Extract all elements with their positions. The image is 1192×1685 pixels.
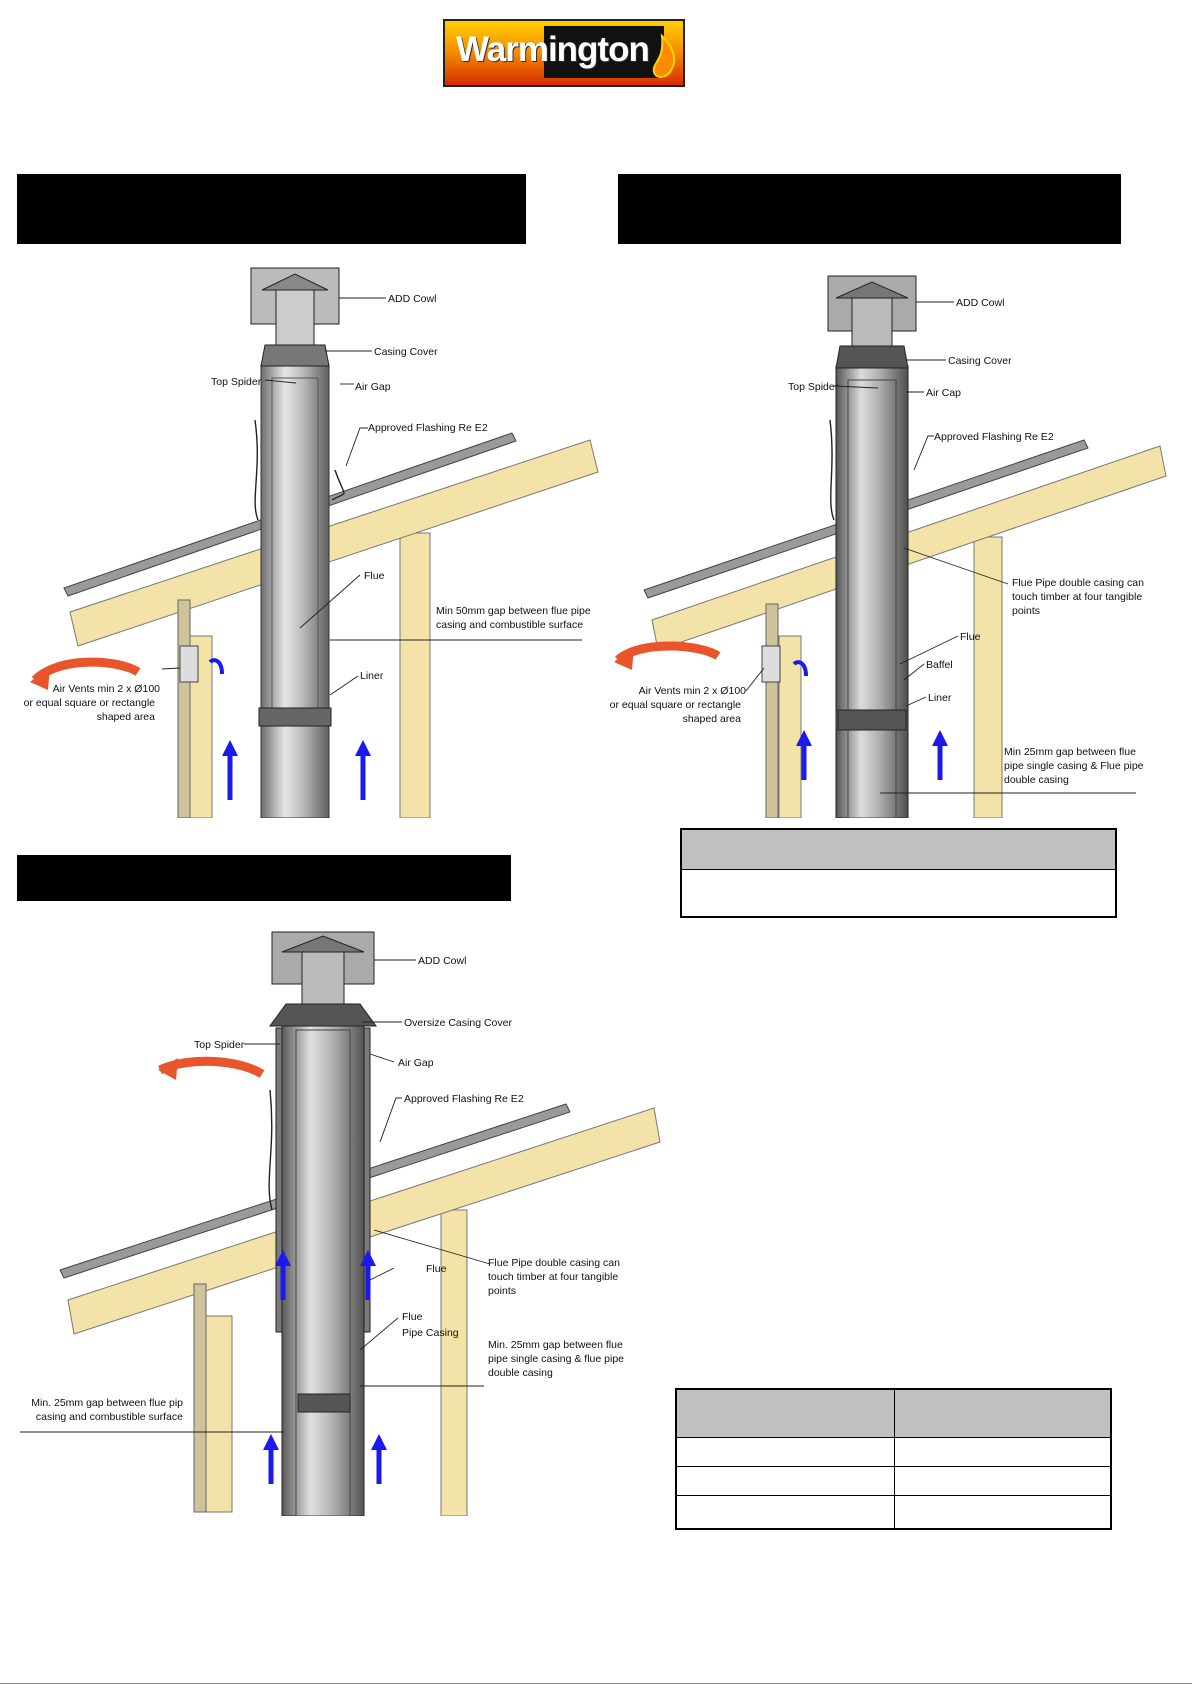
footer-divider bbox=[0, 1683, 1192, 1684]
label-air-cap: Air Cap bbox=[926, 387, 961, 399]
label-flue: Flue bbox=[426, 1263, 447, 1275]
label-air-gap: Air Gap bbox=[355, 381, 391, 393]
label-double-line-1: Flue Pipe double casing can bbox=[1012, 577, 1144, 589]
label-gap-line-2: casing and combustible surface bbox=[436, 619, 583, 631]
info-table-1-header bbox=[682, 830, 1115, 870]
label-vents-line-3: shaped area bbox=[683, 713, 742, 725]
label-gap-line-1: Min 50mm gap between flue pipe bbox=[436, 605, 591, 617]
info-table-2-cell bbox=[895, 1496, 1110, 1528]
label-air-gap: Air Gap bbox=[398, 1057, 434, 1069]
label-casing-cover: Oversize Casing Cover bbox=[404, 1017, 512, 1029]
label-baffel: Baffel bbox=[926, 659, 953, 671]
info-table-2-cell bbox=[895, 1467, 1110, 1496]
diagram-c: ADD Cowl Oversize Casing Cover Top Spide… bbox=[0, 920, 680, 1516]
warmington-logo: Warmington bbox=[442, 18, 688, 90]
label-flashing: Approved Flashing Re E2 bbox=[404, 1093, 524, 1105]
info-table-2-cell bbox=[895, 1438, 1110, 1467]
label-casing-line-2: Pipe Casing bbox=[402, 1327, 459, 1339]
label-top-spider: Top Spider bbox=[211, 376, 262, 388]
label-vents-line-2: or equal square or rectangle bbox=[610, 699, 741, 711]
label-casing-cover: Casing Cover bbox=[374, 346, 438, 358]
info-table-2-cell bbox=[677, 1438, 895, 1467]
label-gap-line-2: pipe single casing & Flue pipe bbox=[1004, 760, 1144, 772]
label-vents-line-1: Air Vents min 2 x Ø100 bbox=[53, 683, 161, 695]
label-vents-line-1: Air Vents min 2 x Ø100 bbox=[639, 685, 747, 697]
diagram-b: ADD Cowl Casing Cover Top Spider Air Cap… bbox=[600, 262, 1192, 818]
label-add-cowl: ADD Cowl bbox=[388, 293, 436, 305]
label-add-cowl: ADD Cowl bbox=[956, 297, 1004, 309]
label-gap-line-3: double casing bbox=[1004, 774, 1069, 786]
header-bar-c bbox=[17, 855, 511, 901]
diagram-a: ADD Cowl Casing Cover Top Spider Air Gap… bbox=[0, 262, 600, 818]
label-double-line-1: Flue Pipe double casing can bbox=[488, 1257, 620, 1269]
header-bar-b bbox=[618, 174, 1121, 244]
info-table-1 bbox=[680, 828, 1117, 918]
label-gap-line-1: Min. 25mm gap between flue bbox=[488, 1339, 623, 1351]
info-table-2-cell bbox=[677, 1467, 895, 1496]
label-gap-line-3: double casing bbox=[488, 1367, 553, 1379]
label-add-cowl: ADD Cowl bbox=[418, 955, 466, 967]
header-bar-a bbox=[17, 174, 526, 244]
label-casing-line-1: Flue bbox=[402, 1311, 423, 1323]
label-top-spider: Top Spider bbox=[788, 381, 839, 393]
flame-icon bbox=[652, 33, 676, 78]
info-table-2-header-right bbox=[895, 1390, 1110, 1438]
label-left-gap-line-1: Min. 25mm gap between flue pip bbox=[31, 1397, 183, 1409]
label-liner: Liner bbox=[360, 670, 384, 682]
info-table-2-header-left bbox=[677, 1390, 895, 1438]
label-flue: Flue bbox=[364, 570, 385, 582]
label-double-line-2: touch timber at four tangible bbox=[1012, 591, 1142, 603]
label-top-spider: Top Spider bbox=[194, 1039, 245, 1051]
label-gap-line-2: pipe single casing & flue pipe bbox=[488, 1353, 624, 1365]
label-double-line-3: points bbox=[488, 1285, 516, 1297]
label-flashing: Approved Flashing Re E2 bbox=[934, 431, 1054, 443]
label-liner: Liner bbox=[928, 692, 952, 704]
logo-badge bbox=[443, 19, 685, 87]
info-table-2 bbox=[675, 1388, 1112, 1530]
label-flashing: Approved Flashing Re E2 bbox=[368, 422, 488, 434]
info-table-2-cell bbox=[677, 1496, 895, 1528]
label-vents-line-3: shaped area bbox=[97, 711, 156, 723]
label-vents-line-2: or equal square or rectangle bbox=[24, 697, 155, 709]
label-double-line-2: touch timber at four tangible bbox=[488, 1271, 618, 1283]
label-gap-line-1: Min 25mm gap between flue bbox=[1004, 746, 1136, 758]
info-table-1-body bbox=[682, 870, 1115, 916]
label-left-gap-line-2: casing and combustible surface bbox=[36, 1411, 183, 1423]
label-double-line-3: points bbox=[1012, 605, 1040, 617]
label-casing-cover: Casing Cover bbox=[948, 355, 1012, 367]
label-flue: Flue bbox=[960, 631, 981, 643]
logo-text: Warmington bbox=[456, 30, 650, 69]
